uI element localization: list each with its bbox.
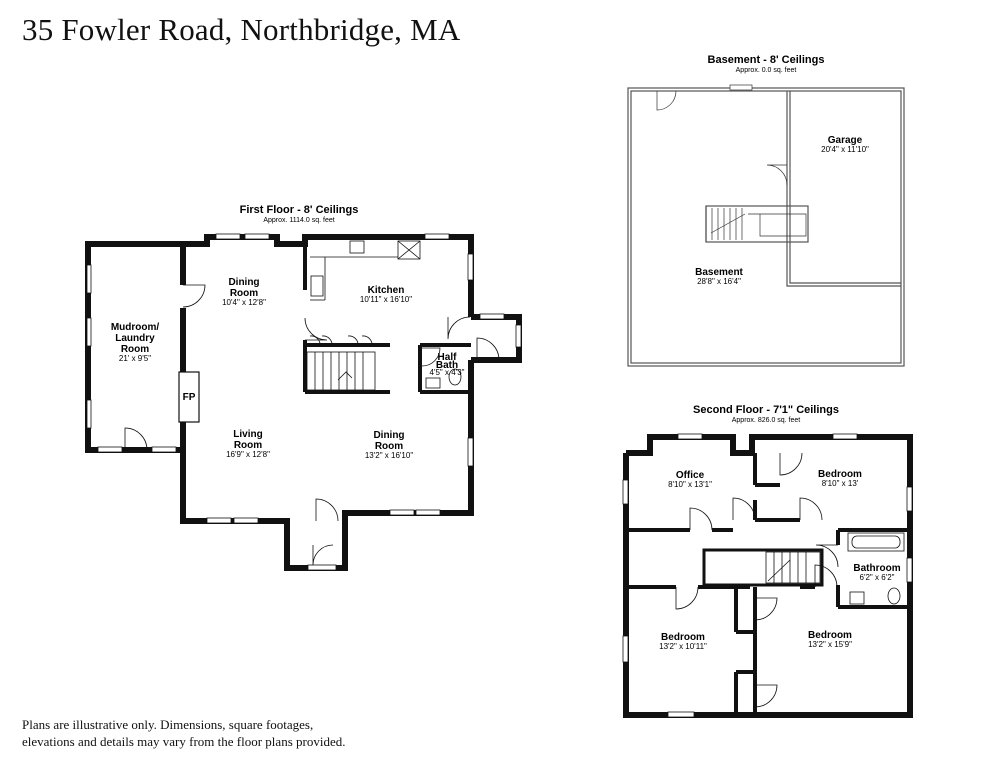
svg-text:4'5" x 4'3": 4'5" x 4'3" [430, 368, 465, 377]
svg-text:20'4" x 11'10": 20'4" x 11'10" [821, 145, 869, 154]
first-floor-plan: First Floor - 8' Ceilings Approx. 1114.0… [85, 204, 522, 571]
page-title: 35 Fowler Road, Northbridge, MA [22, 12, 461, 47]
svg-text:8'10" x 13': 8'10" x 13' [822, 479, 859, 488]
room-kitchen: Kitchen 10'11" x 16'10" [360, 285, 412, 304]
svg-text:8'10" x 13'1": 8'10" x 13'1" [668, 480, 712, 489]
room-bedroom-ne: Bedroom 8'10" x 13' [818, 469, 862, 488]
room-bedroom-se: Bedroom 13'2" x 15'9" [808, 630, 852, 649]
first-floor-doors [124, 284, 500, 566]
svg-text:Bedroom: Bedroom [808, 630, 852, 641]
svg-text:Basement: Basement [695, 267, 743, 278]
room-bathroom: Bathroom 6'2" x 6'2" [853, 563, 900, 582]
room-dining-small: Dining Room 10'4" x 12'8" [222, 277, 266, 307]
svg-text:13'2" x 10'11": 13'2" x 10'11" [659, 642, 707, 651]
room-basement: Basement 28'8" x 16'4" [695, 267, 743, 286]
basement-stairs [656, 84, 807, 240]
svg-text:21' x 9'5": 21' x 9'5" [119, 354, 151, 363]
room-half-bath: Half Bath 4'5" x 4'3" [430, 352, 465, 377]
half-bath-fixtures [425, 368, 462, 389]
fireplace-label: FP [183, 392, 196, 403]
first-floor-interior-walls [303, 244, 471, 394]
svg-text:Laundry: Laundry [115, 333, 155, 344]
first-floor-windows [86, 233, 522, 571]
svg-text:Dining: Dining [373, 430, 404, 441]
kitchen-fixtures [310, 240, 421, 301]
basement-sqft: Approx. 0.0 sq. feet [736, 67, 797, 74]
basement-walls [627, 87, 905, 367]
second-floor-plan: Second Floor - 7'1" Ceilings Approx. 826… [622, 404, 913, 718]
basement-title: Basement - 8' Ceilings [708, 54, 825, 66]
svg-text:Office: Office [676, 470, 705, 481]
first-floor-title: First Floor - 8' Ceilings [240, 204, 359, 216]
disclaimer: Plans are illustrative only. Dimensions,… [22, 716, 382, 750]
svg-text:Mudroom/: Mudroom/ [111, 322, 160, 333]
fireplace [178, 371, 200, 423]
svg-text:28'8" x 16'4": 28'8" x 16'4" [697, 277, 741, 286]
room-living: Living Room 16'9" x 12'8" [226, 429, 270, 459]
svg-text:Living: Living [233, 429, 262, 440]
svg-text:13'2" x 16'10": 13'2" x 16'10" [365, 451, 413, 460]
svg-text:Kitchen: Kitchen [368, 285, 405, 296]
second-floor-exterior-walls [623, 434, 913, 718]
svg-text:Bath: Bath [436, 360, 458, 371]
room-dining-large: Dining Room 13'2" x 16'10" [365, 430, 413, 460]
second-floor-interior-walls [626, 453, 910, 715]
room-mudroom: Mudroom/ Laundry Room 21' x 9'5" [111, 322, 160, 363]
svg-text:10'11" x 16'10": 10'11" x 16'10" [360, 295, 412, 304]
room-garage: Garage 20'4" x 11'10" [821, 135, 869, 154]
svg-text:Bathroom: Bathroom [853, 563, 900, 574]
room-bedroom-sw: Bedroom 13'2" x 10'11" [659, 632, 707, 651]
svg-text:Bedroom: Bedroom [818, 469, 862, 480]
svg-text:Room: Room [234, 440, 262, 451]
svg-text:6'2" x 6'2": 6'2" x 6'2" [860, 573, 895, 582]
disclaimer-line-2: elevations and details may vary from the… [22, 734, 346, 749]
disclaimer-line-1: Plans are illustrative only. Dimensions,… [22, 717, 314, 732]
svg-text:13'2" x 15'9": 13'2" x 15'9" [808, 640, 852, 649]
second-floor-doors-stairs [675, 452, 905, 708]
svg-text:Room: Room [230, 288, 258, 299]
svg-text:Garage: Garage [828, 135, 863, 146]
first-floor-stairs [306, 335, 376, 391]
svg-text:Room: Room [375, 441, 403, 452]
svg-text:16'9" x 12'8": 16'9" x 12'8" [226, 450, 270, 459]
svg-text:Bedroom: Bedroom [661, 632, 705, 643]
basement-plan: Basement - 8' Ceilings Approx. 0.0 sq. f… [627, 54, 905, 367]
room-office: Office 8'10" x 13'1" [668, 470, 712, 489]
svg-text:Half: Half [438, 352, 458, 363]
svg-text:10'4" x 12'8": 10'4" x 12'8" [222, 298, 266, 307]
second-floor-sqft: Approx. 826.0 sq. feet [732, 417, 801, 424]
second-floor-windows [622, 433, 913, 718]
first-floor-sqft: Approx. 1114.0 sq. feet [263, 217, 334, 224]
svg-text:Dining: Dining [228, 277, 259, 288]
second-floor-title: Second Floor - 7'1" Ceilings [693, 404, 839, 416]
svg-text:Room: Room [121, 344, 149, 355]
